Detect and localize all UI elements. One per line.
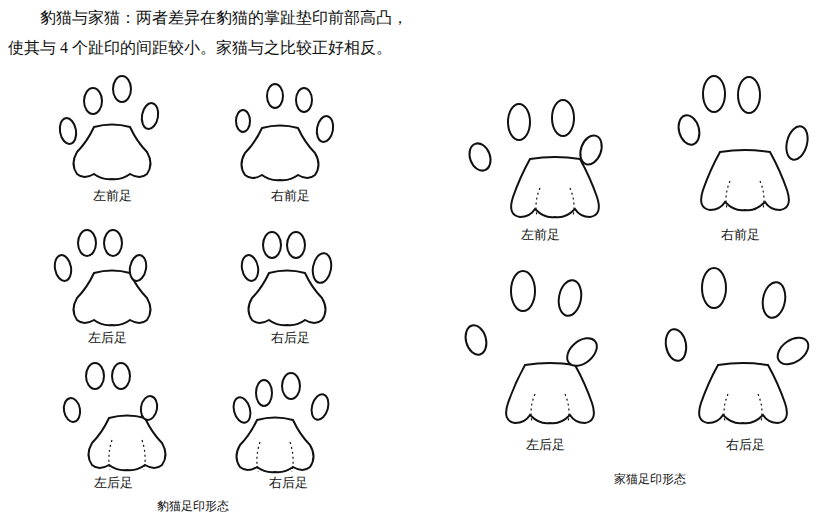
paw-print: [236, 84, 335, 180]
pad-lobe-line: [758, 394, 762, 422]
pad-print: [237, 418, 314, 473]
paw-print: [663, 268, 813, 423]
foot-label: 右前足: [271, 189, 310, 203]
foot-label: 右后足: [269, 476, 308, 490]
toe-print: [562, 333, 602, 372]
toe-print: [139, 395, 159, 421]
pad-lobe-line: [109, 440, 112, 470]
pad-print: [242, 126, 319, 181]
toe-print: [128, 254, 148, 282]
pad-lobe-line: [290, 442, 293, 472]
toe-print: [236, 110, 250, 132]
toe-print: [703, 76, 725, 112]
pad-print: [74, 125, 151, 180]
paw-print: [53, 230, 151, 325]
foot-label: 左后足: [88, 331, 127, 345]
toe-print: [576, 132, 605, 167]
toe-print: [738, 77, 760, 113]
figure-caption: 家猫足印形态: [614, 473, 686, 486]
toe-print: [508, 104, 530, 140]
toe-print: [287, 232, 305, 258]
foot-label: 左后足: [94, 476, 133, 490]
toe-print: [113, 76, 131, 102]
pad-lobe-line: [536, 188, 540, 216]
toe-print: [296, 88, 312, 112]
toe-print: [62, 397, 82, 423]
toe-print: [78, 230, 96, 256]
pad-lobe-line: [531, 394, 535, 422]
toe-print: [556, 278, 584, 317]
toe-print: [702, 268, 726, 308]
paw-print: [58, 76, 160, 179]
figure-caption: 豹猫足印形态: [157, 500, 229, 513]
toe-print: [783, 124, 811, 162]
paw-print: [675, 76, 811, 210]
toe-print: [466, 140, 494, 173]
paw-print: [462, 271, 602, 423]
toe-print: [315, 115, 335, 143]
toe-print: [309, 392, 331, 421]
note-paragraph: 豹猫与家猫：两者差异在豹猫的掌趾垫印前部高凸， 使其与 4 个趾印的间距较小。家…: [8, 3, 416, 63]
pad-print: [701, 150, 789, 210]
toe-print: [511, 271, 535, 311]
foot-label: 左前足: [93, 189, 132, 203]
toe-print: [773, 332, 813, 370]
toe-print: [263, 232, 281, 258]
pad-print: [699, 363, 787, 423]
foot-label: 左后足: [526, 438, 565, 452]
pad-lobe-line: [760, 181, 764, 209]
toe-print: [86, 363, 104, 389]
toe-print: [140, 102, 160, 130]
toe-print: [104, 230, 122, 256]
toe-print: [675, 113, 702, 147]
toe-print: [282, 373, 300, 399]
paw-print: [231, 373, 331, 472]
foot-label: 左前足: [521, 228, 560, 242]
foot-label: 右后足: [271, 331, 310, 345]
pad-lobe-line: [142, 440, 145, 470]
toe-print: [663, 328, 688, 363]
pad-lobe-line: [724, 394, 728, 422]
toe-print: [231, 395, 253, 424]
pad-lobe-line: [257, 442, 260, 472]
pad-lobe-line: [726, 181, 730, 209]
toe-print: [256, 380, 272, 406]
pad-print: [506, 363, 594, 423]
pad-print: [89, 416, 166, 471]
pad-lobe-line: [570, 188, 574, 216]
pad-lobe-line: [565, 394, 569, 422]
toe-print: [112, 363, 130, 389]
paw-print: [62, 363, 165, 470]
toe-print: [84, 88, 102, 114]
pad-print: [511, 157, 599, 217]
toe-print: [240, 254, 260, 282]
paw-print: [466, 100, 606, 217]
toe-print: [760, 280, 788, 319]
toe-print: [58, 117, 78, 145]
foot-label: 右后足: [726, 438, 765, 452]
foot-label: 右前足: [721, 228, 760, 242]
toe-print: [311, 252, 334, 285]
toe-print: [53, 254, 73, 282]
toe-print: [267, 84, 283, 108]
toe-print: [462, 323, 489, 357]
toe-print: [552, 100, 574, 136]
paw-print: [240, 232, 334, 325]
